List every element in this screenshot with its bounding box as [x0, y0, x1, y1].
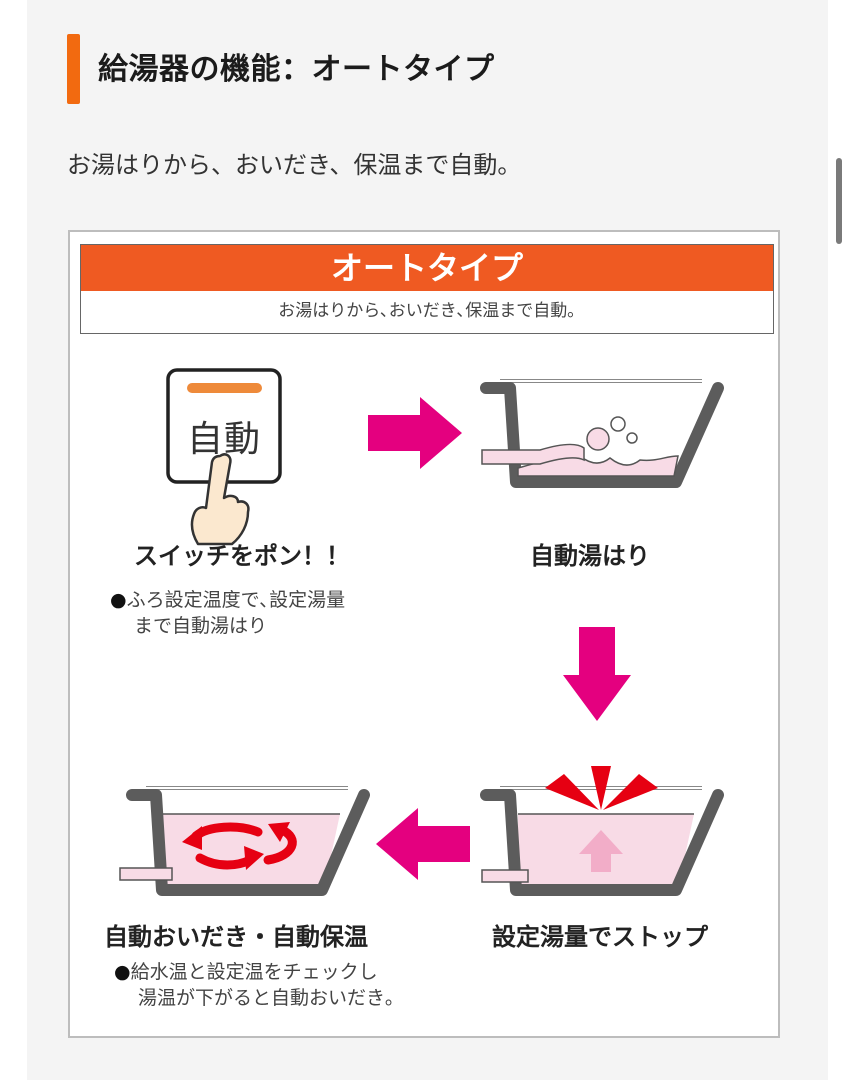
- diagram-banner: オートタイプ お湯はりから､おいだき､保温まで自動｡: [80, 244, 774, 334]
- auto-type-diagram: オートタイプ お湯はりから､おいだき､保温まで自動｡ 自動 スイッチをポン！！ …: [68, 230, 780, 1038]
- step-label-reheat: 自動おいだき・自動保温: [104, 923, 368, 951]
- arrow-right-icon: [368, 397, 462, 469]
- scrollbar[interactable]: [836, 158, 842, 244]
- bullet-icon: ●: [110, 589, 127, 611]
- step-note-reheat: ●給水温と設定温をチェックし 湯温が下がると自動おいだき｡: [114, 961, 395, 1009]
- bathtub-reheat-icon: [119, 786, 370, 896]
- step-label-fill: 自動湯はり: [530, 542, 650, 570]
- arrow-down-icon: [563, 627, 631, 721]
- bathtub-filling-icon: [480, 379, 724, 488]
- banner-subtitle: お湯はりから､おいだき､保温まで自動｡: [278, 301, 576, 321]
- step-label-stop: 設定湯量でストップ: [492, 923, 708, 951]
- heading-accent-bar: [67, 34, 80, 104]
- page-title: 給湯器の機能：オートタイプ: [98, 52, 495, 87]
- intro-text: お湯はりから、おいだき、保温まで自動。: [67, 151, 522, 179]
- pointing-hand-icon: [190, 453, 250, 546]
- banner-title: オートタイプ: [81, 245, 773, 291]
- bathtub-stop-icon: [480, 766, 724, 896]
- step-note-switch: ●ふろ設定温度で､設定湯量 まで自動湯はり: [110, 589, 346, 637]
- arrow-left-icon: [376, 808, 470, 880]
- bullet-icon: ●: [114, 961, 131, 983]
- step-label-switch: スイッチをポン！！: [134, 542, 350, 570]
- switch-label: 自動: [187, 419, 262, 460]
